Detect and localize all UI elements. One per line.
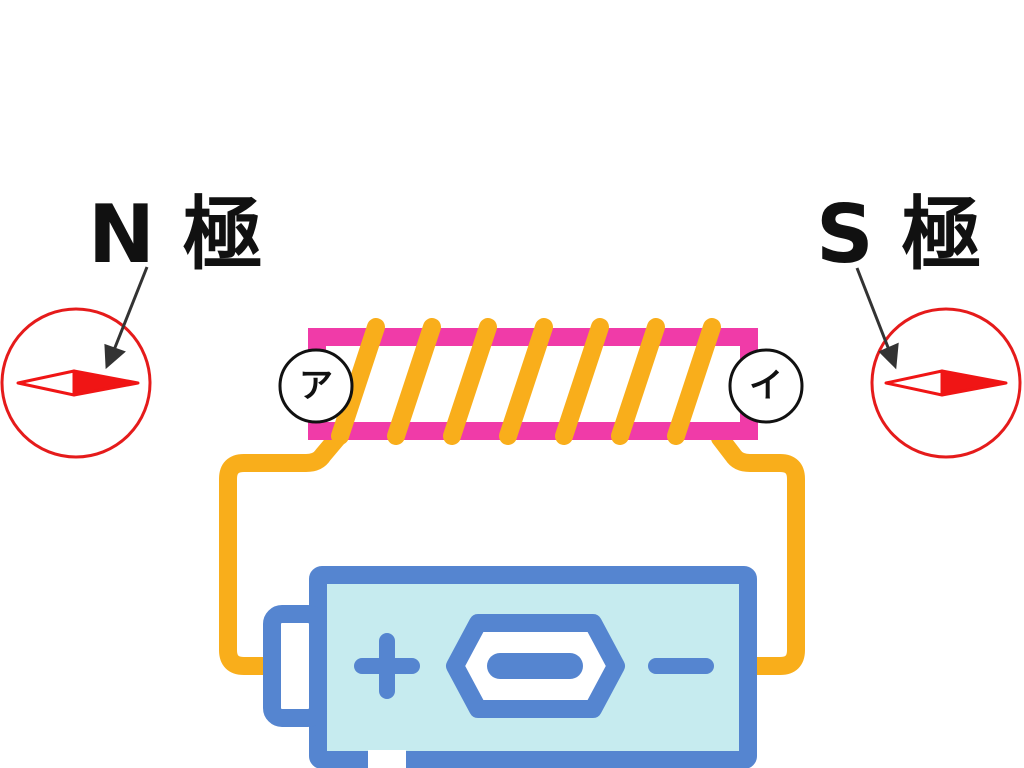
pointer-shaft	[855, 267, 891, 351]
right-pole-pointer	[855, 267, 899, 370]
end-label-a: ア	[278, 348, 354, 424]
right-lead-wire	[711, 429, 805, 675]
coil-turn	[443, 318, 497, 445]
end-label-b-text: イ	[749, 366, 783, 406]
pointer-shaft	[112, 266, 149, 351]
left-compass	[0, 307, 152, 459]
coil-turn	[667, 318, 721, 445]
circuit-wire	[219, 427, 805, 675]
compass-needle-head	[72, 369, 140, 397]
battery	[263, 566, 757, 768]
end-label-a-circle	[278, 348, 354, 424]
left-lead-wire	[219, 427, 348, 675]
end-label-b-circle	[728, 348, 804, 424]
coil-turn	[555, 318, 609, 445]
arrowhead-icon	[104, 343, 126, 370]
coil	[331, 318, 721, 445]
coil-turn	[331, 318, 385, 445]
battery-terminal	[263, 605, 327, 727]
end-label-a-text: ア	[299, 366, 333, 406]
left-pole-pointer	[104, 266, 149, 370]
compass-needle-head	[940, 369, 1008, 397]
plus-icon	[354, 633, 420, 699]
coil-turn	[387, 318, 441, 445]
end-label-b: イ	[728, 348, 804, 424]
coil-turn	[499, 318, 553, 445]
right-compass	[870, 307, 1022, 459]
right-pole-label: S 極	[816, 188, 981, 281]
arrowhead-icon	[878, 342, 899, 370]
left-pole-label: N 極	[88, 188, 263, 281]
coil-turn	[611, 318, 665, 445]
